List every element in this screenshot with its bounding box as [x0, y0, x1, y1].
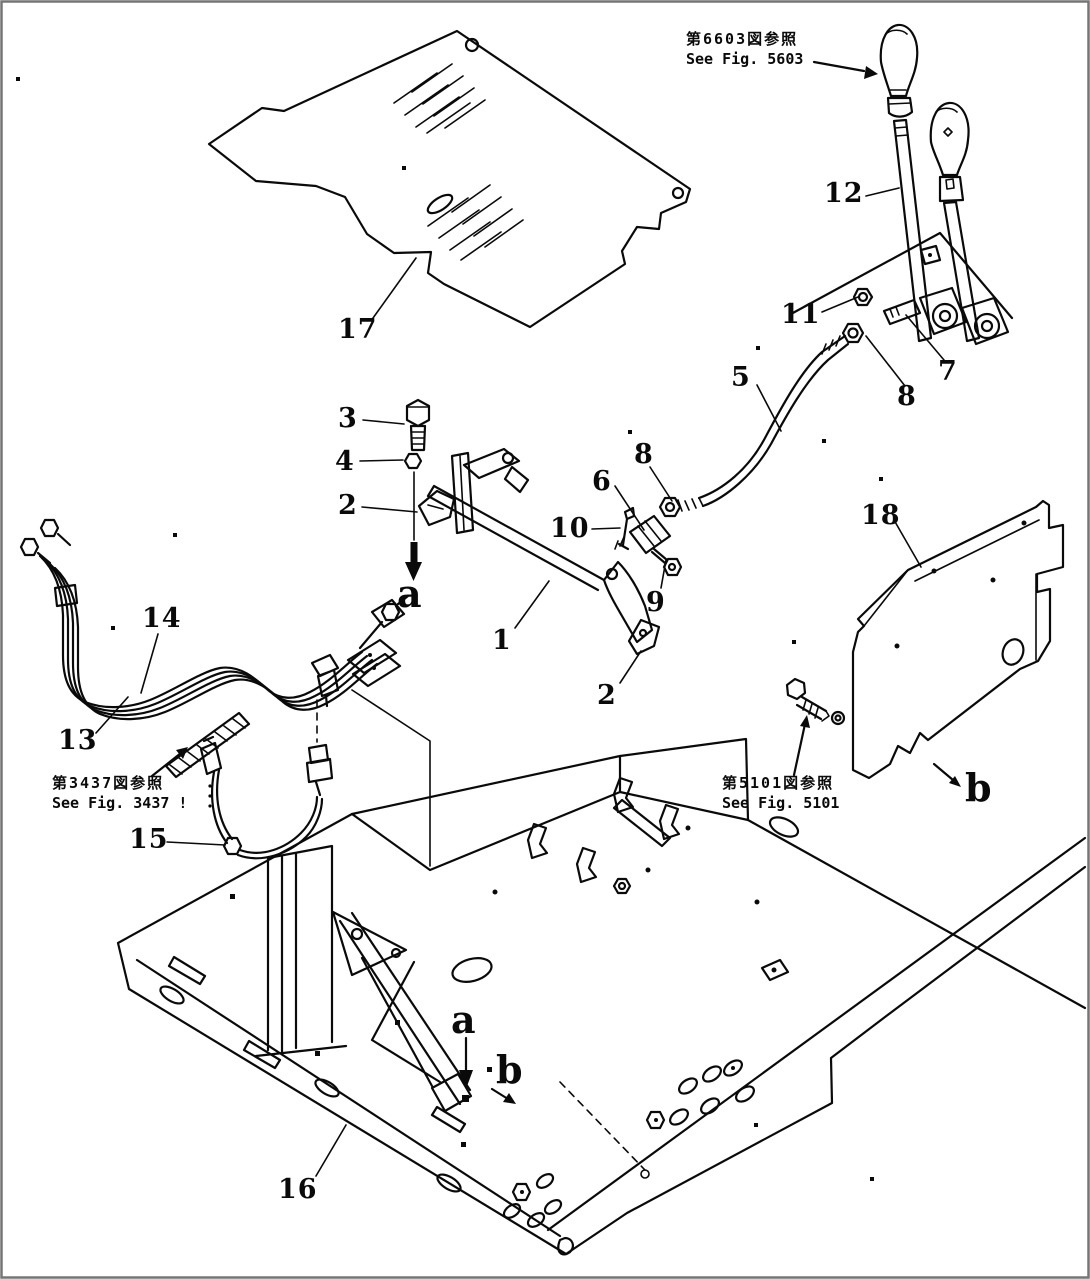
note-5101-en: See Fig. 5101 [722, 793, 840, 812]
label-leader-lines [95, 187, 945, 1177]
hose-group-13-14 [19, 518, 431, 867]
part-label-13: 13 [58, 725, 98, 756]
note-see-fig-3437: 第3437図参照 See Fig. 3437 ! [52, 774, 187, 813]
arrow-head-icon [503, 1093, 516, 1104]
reference-arrows [150, 60, 961, 1104]
part-label-7: 7 [938, 356, 958, 387]
part-label-18: 18 [861, 500, 901, 531]
part-label-9: 9 [646, 587, 666, 618]
part-label-8-upper: 8 [897, 381, 917, 412]
part-label-1: 1 [492, 625, 512, 656]
view-letter-a-upper: a [397, 571, 422, 616]
arrow-head-icon [459, 1070, 473, 1089]
view-letter-b-right: b [965, 765, 992, 810]
part-label-16: 16 [278, 1174, 318, 1205]
cross-shaft-1 [403, 398, 661, 656]
note-3437-jp: 第3437図参照 [52, 774, 165, 792]
arrow-head-icon [949, 776, 961, 787]
bolt-5101 [785, 677, 846, 726]
lever-knob-icon [929, 101, 970, 177]
part-label-8-mid: 8 [634, 439, 654, 470]
part-label-5: 5 [731, 362, 751, 393]
arrow-head-icon [800, 715, 810, 728]
view-letter-a-lower: a [451, 997, 476, 1042]
floor-plate-17 [207, 29, 692, 329]
hose-15 [164, 699, 334, 860]
part-label-10: 10 [550, 513, 590, 544]
part-label-3: 3 [338, 403, 358, 434]
lever-knob-icon [879, 23, 919, 98]
part-label-6: 6 [592, 466, 612, 497]
arrow-head-icon [176, 747, 188, 759]
control-cable-5 [614, 334, 850, 577]
control-levers-12 [789, 23, 1014, 346]
note-5101-jp: 第5101図参照 [722, 774, 835, 792]
part-label-2-upper: 2 [338, 490, 358, 521]
panel-18 [785, 499, 1065, 780]
note-see-fig-5101: 第5101図参照 See Fig. 5101 [722, 774, 839, 813]
part-label-15: 15 [129, 824, 169, 855]
note-3437-en: See Fig. 3437 ! [52, 793, 188, 812]
note-5603-jp: 第6603図参照 [686, 30, 799, 48]
note-5603-en: See Fig. 5603 [686, 49, 804, 68]
frame-16 [116, 737, 1087, 1256]
arrow-head-icon [405, 562, 422, 581]
part-label-12: 12 [824, 178, 864, 209]
arrow-head-icon [864, 66, 878, 79]
note-see-fig-5603: 第6603図参照 See Fig. 5603 [686, 30, 803, 69]
part-label-11: 11 [781, 299, 821, 330]
view-letter-b-lower: b [496, 1047, 523, 1092]
part-label-14: 14 [142, 603, 182, 634]
part-label-2-lower: 2 [597, 680, 617, 711]
part-label-4: 4 [335, 446, 355, 477]
print-specks [16, 77, 883, 1181]
part-label-17: 17 [338, 314, 378, 345]
